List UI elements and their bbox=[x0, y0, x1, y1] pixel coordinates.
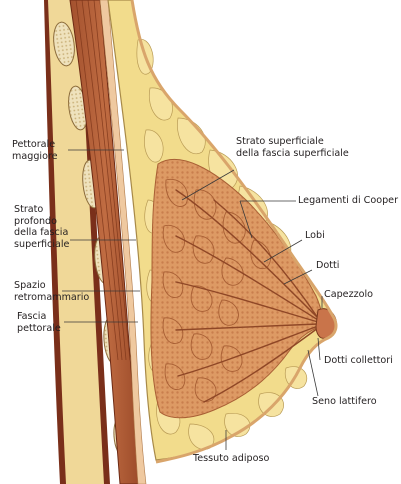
label-strato-superficiale: Strato superficiale della fascia superfi… bbox=[236, 136, 349, 159]
label-dotti-collettori: Dotti collettori bbox=[324, 355, 393, 367]
label-legamenti-cooper: Legamenti di Cooper bbox=[298, 195, 398, 207]
label-seno-lattifero: Seno lattifero bbox=[312, 396, 377, 408]
label-dotti: Dotti bbox=[316, 260, 339, 272]
label-pettorale-maggiore: Pettorale maggiore bbox=[12, 139, 58, 162]
label-tessuto-adiposo: Tessuto adiposo bbox=[193, 453, 269, 465]
label-strato-profondo: Strato profondo della fascia superficial… bbox=[14, 204, 69, 250]
label-lobi: Lobi bbox=[305, 230, 325, 242]
label-fascia-pettorale: Fascia pettorale bbox=[17, 311, 61, 334]
label-capezzolo: Capezzolo bbox=[324, 289, 373, 301]
label-spazio-retromammario: Spazio retromammario bbox=[14, 280, 89, 303]
